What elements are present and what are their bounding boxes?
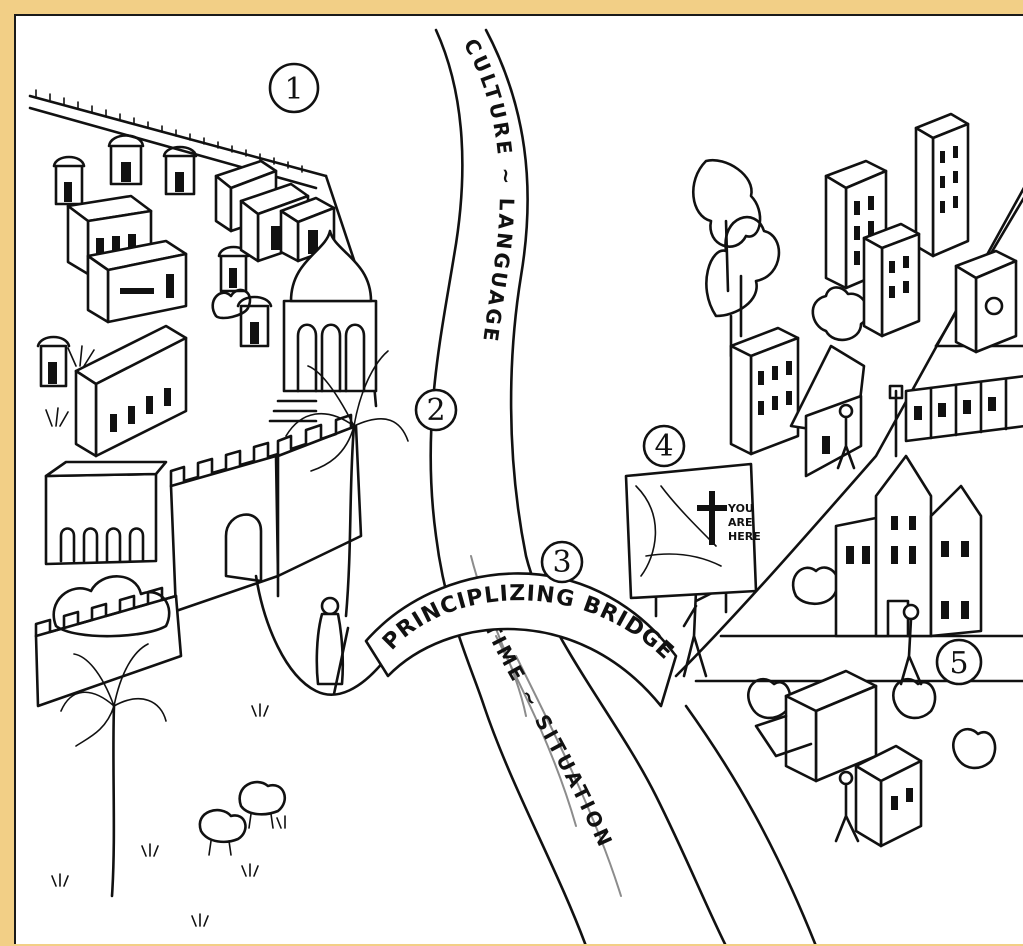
houses xyxy=(44,159,336,566)
ancient-city xyxy=(28,89,409,927)
sheep xyxy=(198,780,287,856)
you-are-here-billboard: YOU ARE HERE xyxy=(624,462,761,618)
modern-city: YOU ARE HERE xyxy=(624,112,1023,944)
lamp-post xyxy=(888,384,904,458)
temple xyxy=(268,229,378,423)
billboard-line3: HERE xyxy=(728,530,761,543)
high-rises xyxy=(729,112,1018,456)
shops xyxy=(754,669,923,848)
step-marker-4: 4 xyxy=(642,424,686,468)
billboard-line2: ARE xyxy=(728,516,753,529)
palm-trees xyxy=(60,350,409,898)
ancient-traveler xyxy=(315,596,350,696)
step-marker-1: 1 xyxy=(268,62,320,114)
huts xyxy=(36,134,273,388)
step-marker-3: 3 xyxy=(540,540,584,584)
victorian-house xyxy=(834,454,983,638)
step-marker-5: 5 xyxy=(935,638,983,686)
step-marker-2: 2 xyxy=(414,388,458,432)
step-marker-1-label: 1 xyxy=(284,72,303,107)
modern-people xyxy=(682,403,923,843)
illustration-frame: CULTURE ~ LANGUAGE TIME ~ SITUATION PRIN… xyxy=(14,14,1023,944)
interpretive-journey-map: CULTURE ~ LANGUAGE TIME ~ SITUATION PRIN… xyxy=(28,28,1023,944)
city-gate xyxy=(34,413,390,708)
bushes xyxy=(45,288,252,638)
step-marker-2-label: 2 xyxy=(426,393,445,428)
trees xyxy=(692,158,997,770)
river-upper-label: CULTURE ~ LANGUAGE xyxy=(459,34,519,345)
step-marker-5-label: 5 xyxy=(949,646,968,681)
grass-tufts xyxy=(51,703,286,927)
billboard-line1: YOU xyxy=(727,502,754,515)
step-marker-3-label: 3 xyxy=(552,545,571,580)
row-houses xyxy=(904,374,1023,443)
step-marker-4-label: 4 xyxy=(654,429,673,464)
